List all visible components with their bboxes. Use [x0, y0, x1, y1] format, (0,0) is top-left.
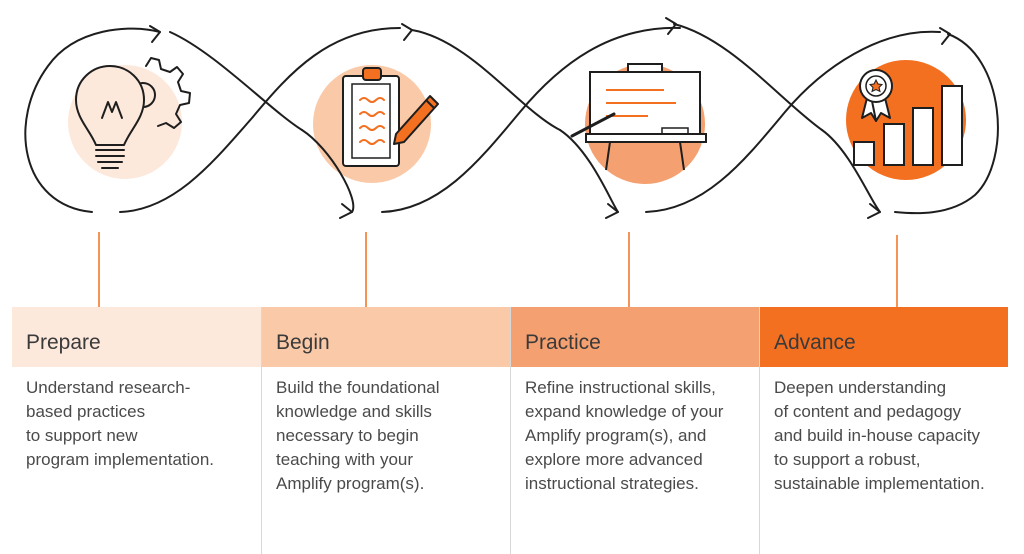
stage-advance: Advance Deepen understanding of content … [759, 307, 1008, 554]
arrowhead-icon [149, 25, 161, 43]
stage-description-prepare: Understand research- based practices to … [26, 378, 215, 469]
arrowhead-icon [939, 27, 951, 45]
stage-title-advance: Advance [760, 307, 1008, 367]
stage-columns: Prepare Understand research- based pract… [12, 307, 1008, 554]
lightbulb-gear-icon [75, 57, 191, 169]
whiteboard-icon [570, 63, 707, 171]
stage-begin: Begin Build the foundational knowledge a… [261, 307, 510, 554]
stage-title-prepare: Prepare [12, 307, 261, 367]
stage-practice: Practice Refine instructional skills, ex… [510, 307, 759, 554]
loop-left-arc [24, 27, 161, 213]
connector-lines [98, 232, 898, 307]
stage-description-begin: Build the foundational knowledge and ski… [276, 378, 440, 493]
stage-title-practice: Practice [511, 307, 759, 367]
arrowhead-icon [867, 203, 881, 219]
stage-description-practice: Refine instructional skills, expand know… [525, 378, 724, 493]
flow-loops [24, 17, 999, 219]
clipboard-pencil-icon [342, 67, 439, 167]
award-bar-chart-icon [853, 69, 963, 166]
journey-diagram [24, 17, 999, 307]
arrowhead-icon [665, 17, 677, 35]
stage-title-begin: Begin [262, 307, 510, 367]
arrowhead-icon [401, 23, 413, 41]
stage-prepare: Prepare Understand research- based pract… [12, 307, 261, 554]
arrowhead-icon [605, 203, 619, 219]
stage-description-advance: Deepen understanding of content and peda… [774, 378, 985, 493]
arrowhead-icon [339, 203, 353, 219]
